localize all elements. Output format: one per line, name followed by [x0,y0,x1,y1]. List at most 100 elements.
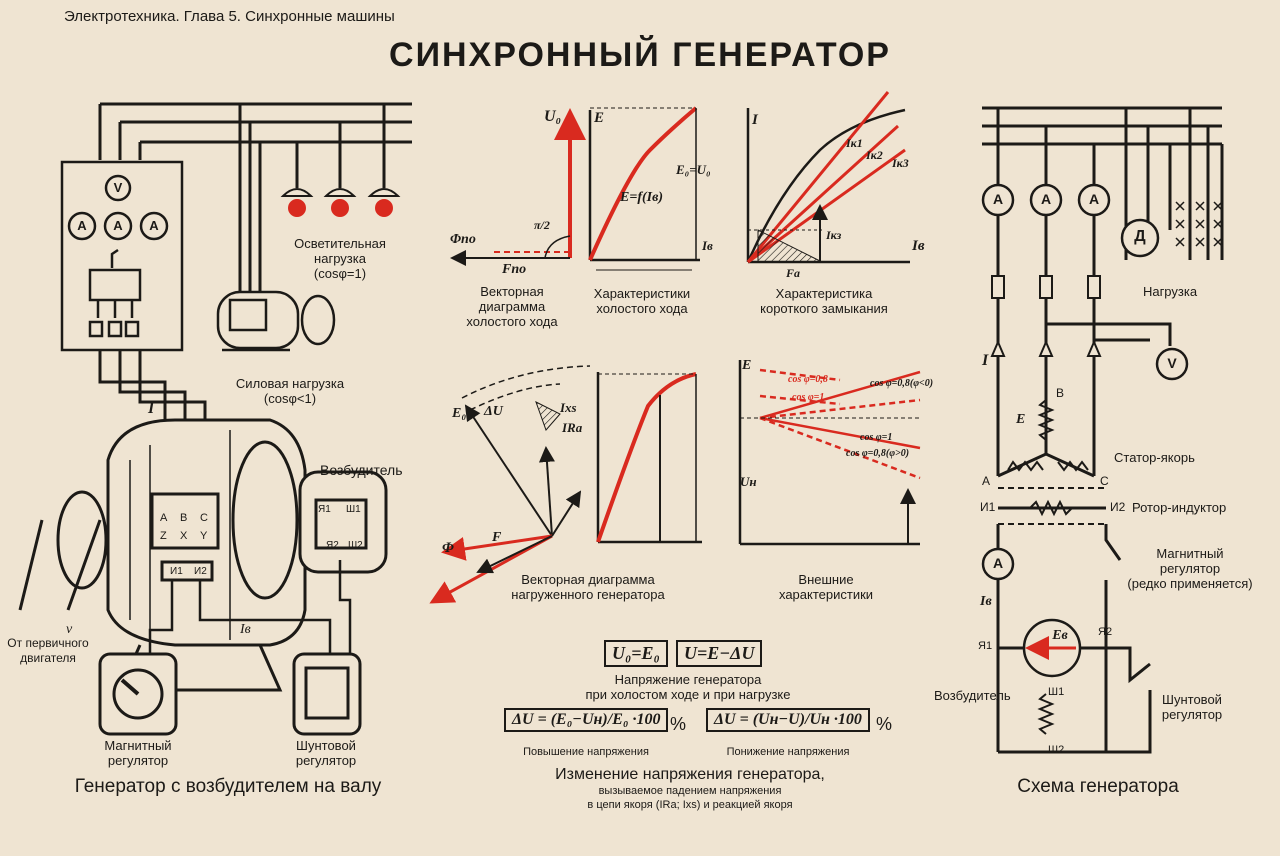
rotor-terminal-i1: И1 [170,566,183,577]
terminal-x: X [180,530,188,542]
terminal-c: C [200,512,208,524]
motor-symbol: Д [1134,228,1146,245]
terminal-b-right: B [1056,386,1065,400]
left-panel-caption: Генератор с возбудителем на валу [74,776,382,797]
schematic-exciter-label: Возбудитель [934,688,1011,703]
terminal-y: Y [200,530,208,542]
label-cos4: cos φ=1 [860,432,893,443]
terminal-ya1-right: Я1 [978,640,993,652]
motor-drawing [216,290,336,352]
exciter-symbol: Eв [1052,628,1068,643]
generator-drawing [18,418,388,692]
schematic-ammeter-2: A [1040,191,1052,207]
label-f-po: Fпо [502,262,527,277]
formula-drop-box: ΔU = (Uн−U)/Uн ·100 [706,708,870,732]
label-e0: E₀ [452,406,467,421]
power-load-label: Силовая нагрузка (cosφ<1) [235,376,345,406]
magnetic-regulator-label: Магнитный регулятор [104,738,172,768]
terminal-i1-right: И1 [980,500,996,514]
terminal-c-right: C [1100,474,1109,488]
formula-u-box: U=E−ΔU [676,640,763,667]
panel-ammeter-label-1: A [77,218,87,233]
panel-voltmeter-label: V [113,180,123,195]
bottom-subtitle: вызываемое падением напряжения в цепи як… [587,785,793,811]
schematic-ammeter-3: A [1088,191,1100,207]
drop-caption: Понижение напряжения [726,746,850,758]
label-ik1: Iк1 [846,136,863,150]
schematic-meters [981,183,1189,678]
label-f: F [492,530,502,545]
label-ik3: Iк3 [892,156,909,170]
label-u-ext: E [742,358,752,373]
formula-u0-box: U₀=E₀ [604,640,668,667]
label-phi: Φ [442,540,454,556]
breadcrumb: Электротехника. Глава 5. Синхронные маши… [64,8,395,25]
schematic-field-current: Iв [980,594,992,609]
label-ira: IRa [562,420,583,435]
prime-mover-label: От первичного двигателя [7,636,89,665]
no-load-vector-diagram [450,108,586,266]
external-char-caption: Внешние характеристики [778,572,874,602]
schematic-shunt-regulator-label: Шунтовой регулятор [1161,692,1223,722]
terminal-ya2-right: Я2 [1098,626,1113,638]
schematic-field-ammeter: A [992,555,1004,571]
label-cos1: cos φ=0,8 [788,374,828,385]
label-ik2: Iк2 [866,148,883,162]
formula-rise-box: ΔU = (E₀−Uн)/E₀ ·100 [504,708,669,732]
schematic-magnetic-regulator-label: Магнитный регулятор (редко применяется) [1127,546,1253,591]
label-ie: Iв [912,238,925,254]
fuse-symbols [991,275,1101,299]
terminal-a: A [160,512,168,524]
terminal-i2-right: И2 [1110,500,1126,514]
stator-label: Статор-якорь [1114,450,1195,465]
rotor-terminal-i2: И2 [194,566,207,577]
coil-symbols [1007,399,1089,735]
schematic-current-i: I [982,352,989,369]
loaded-characteristic [596,372,702,544]
percent-rise: % [670,714,687,734]
label-e: E [594,110,605,126]
panel-switches [88,248,142,338]
direction-arrows [990,339,1102,357]
schematic-current-e: E [1016,412,1026,427]
label-fa: Fa [786,266,801,280]
label-phi-po: Φпо [450,232,476,247]
no-load-char-caption: Характеристики холостого хода [593,286,691,316]
current-label: I [148,400,155,417]
loaded-vector-diagram [429,365,591,604]
rotor-label: Ротор-индуктор [1132,500,1227,515]
schematic-voltmeter: V [1167,355,1177,371]
exciter-terminal-sh1: Ш1 [346,504,361,515]
no-load-characteristic [588,106,700,271]
rise-caption: Повышение напряжения [523,746,649,758]
field-current-label: Iв [240,622,251,637]
shunt-regulator-label: Шунтовой регулятор [295,738,357,768]
exciter-label: Возбудитель [320,462,403,478]
bottom-title: Изменение напряжения генератора, [555,766,825,783]
label-iks: Iкз [826,228,842,242]
external-characteristics [738,360,921,546]
schematic-ammeter-1: A [992,191,1004,207]
short-circuit-characteristic [746,91,910,264]
label-e-fi: E=f(Iв) [620,190,664,205]
panel-meters [67,174,169,241]
lighting-load-label: Осветительная нагрузка (cosφ=1) [294,236,386,281]
short-circuit-caption: Характеристика короткого замыкания [760,286,888,316]
percent-drop: % [876,714,893,734]
exciter-terminal-sh2: Ш2 [348,540,363,551]
terminal-b: B [180,512,188,524]
formula-caption: Напряжение генератора при холостом ходе … [585,672,791,702]
panel-ammeter-label-3: A [149,218,159,233]
label-cos3: cos φ=0,8(φ<0) [870,378,934,389]
label-e0-u0: E₀=U₀ [676,162,711,177]
label-i: I [752,112,758,128]
left-panel-drawing [60,102,412,500]
label-ib: Iв [702,238,713,253]
terminal-z: Z [160,530,167,542]
terminal-sh1-right: Ш1 [1048,686,1065,698]
terminal-a-right: A [982,474,991,488]
terminal-sh2-right: Ш2 [1048,744,1065,756]
loaded-vector-caption: Векторная диаграмма нагруженного генерат… [511,572,665,602]
